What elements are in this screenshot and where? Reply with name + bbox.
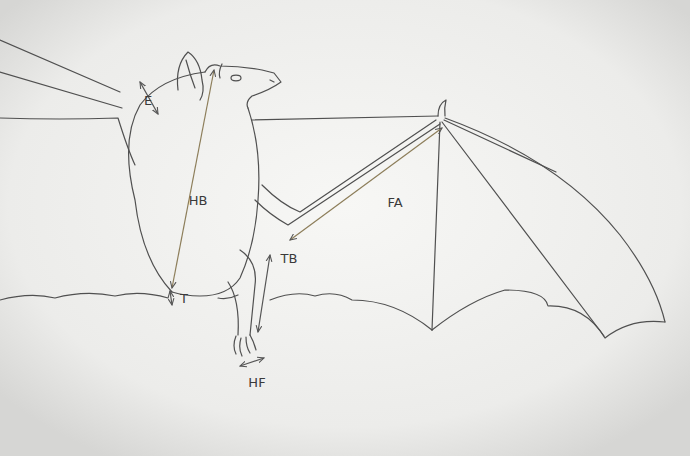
wing-trailing-edge xyxy=(432,290,665,338)
measurement-label: E xyxy=(144,94,152,107)
measurement-label: FA xyxy=(387,196,402,209)
forearm xyxy=(255,124,440,225)
bat-eye xyxy=(231,75,241,81)
left-wing-edge xyxy=(0,40,120,92)
wing-finger xyxy=(442,122,604,336)
left-membrane xyxy=(0,293,168,300)
bat-nostril xyxy=(270,80,274,82)
bat-body xyxy=(129,72,205,292)
wing-front-edge xyxy=(252,116,438,120)
bat-ear xyxy=(177,52,203,100)
bat-leg xyxy=(240,250,255,335)
measurement-label: TB xyxy=(281,252,298,265)
bat-ear-small xyxy=(219,64,222,78)
tail-measure xyxy=(170,291,172,305)
wing-finger xyxy=(432,122,440,330)
measurement-label: HF xyxy=(248,376,265,389)
left-wing-arm xyxy=(0,118,135,165)
right-membrane xyxy=(270,294,432,330)
bat-head xyxy=(205,65,281,108)
bat-leg xyxy=(228,282,238,335)
bat-body xyxy=(172,108,259,296)
forearm-measure xyxy=(290,128,442,240)
foot-measure xyxy=(240,358,264,366)
left-wing-edge xyxy=(0,72,122,108)
head-body-measure xyxy=(172,70,214,288)
wing-finger xyxy=(444,120,556,172)
measurement-label: T xyxy=(180,292,188,305)
bat-foot xyxy=(234,335,256,356)
wing-outer-edge xyxy=(445,118,665,322)
measurement-label: HB xyxy=(189,194,208,207)
bat-ear xyxy=(186,60,195,88)
thumb-claw xyxy=(438,100,446,116)
forearm xyxy=(262,120,436,212)
tibia-measure xyxy=(258,255,270,332)
ear-measure xyxy=(140,82,158,114)
